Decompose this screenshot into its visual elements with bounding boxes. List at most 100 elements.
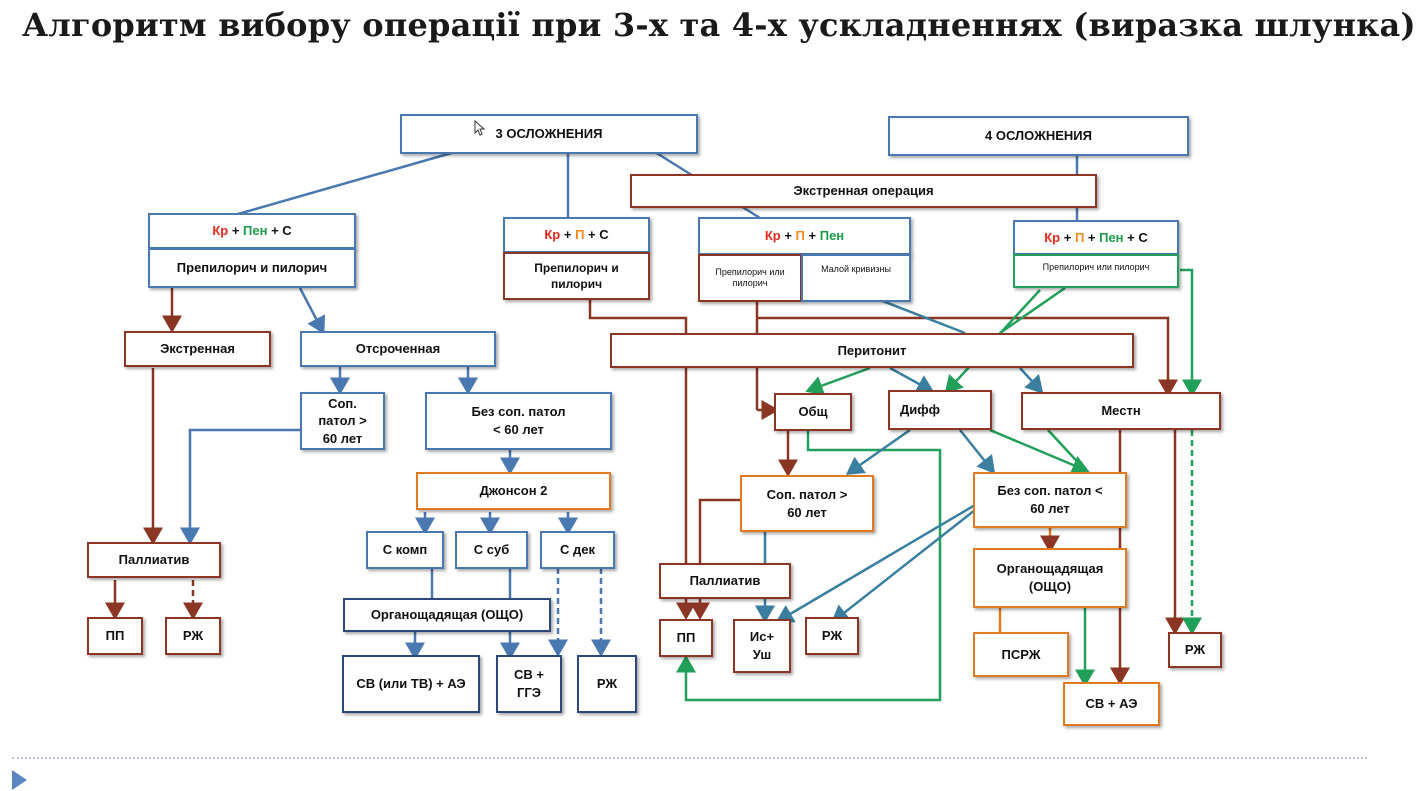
ekstrennaya-box: Экстренная bbox=[124, 331, 271, 367]
rzh-left-bottom-label: РЖ bbox=[596, 676, 618, 692]
combo3-plus1: + bbox=[780, 228, 796, 244]
obsh-label: Общ bbox=[798, 404, 828, 420]
bez-sop-right-label: Без соп. патол < 60 лет bbox=[997, 483, 1103, 516]
combo2-s: С bbox=[599, 227, 609, 243]
play-arrow-icon[interactable] bbox=[12, 770, 27, 790]
sop-patol-left-box: Соп. патол > 60 лет bbox=[300, 392, 385, 450]
combo4-kr: Кр bbox=[1044, 229, 1061, 245]
sv-ae-box: СВ + АЭ bbox=[1063, 682, 1160, 726]
s-komp-box: С комп bbox=[366, 531, 444, 569]
combo3-sub-left: Препилорич или пилорич bbox=[698, 254, 802, 302]
combo3-plus2: + bbox=[804, 228, 820, 244]
combo1-plus1: + bbox=[228, 223, 244, 239]
combo1-kr: Кр bbox=[212, 223, 229, 239]
combo2-header: Кр + П + С bbox=[503, 217, 650, 253]
sv-gge-box: СВ + ГГЭ bbox=[496, 655, 562, 713]
combo1-s: С bbox=[282, 223, 292, 239]
combo2-p: П bbox=[575, 227, 585, 243]
organ-right-label: Органощадящая (ОЩО) bbox=[996, 561, 1104, 594]
s-komp-label: С комп bbox=[382, 542, 428, 558]
s-dek-box: С дек bbox=[540, 531, 615, 569]
rzh-mid-box: РЖ bbox=[805, 617, 859, 655]
three-complications-box: 3 ОСЛОЖНЕНИЯ bbox=[400, 114, 698, 154]
is-ush-box: Ис+ Уш bbox=[733, 619, 791, 673]
combo2-kr: Кр bbox=[544, 227, 561, 243]
combo3-header: Кр + П + Пен bbox=[698, 217, 911, 255]
diff-box: Дифф bbox=[888, 390, 992, 430]
sop-patol-left-label: Соп. патол > 60 лет bbox=[318, 395, 367, 446]
s-sub-label: С суб bbox=[473, 542, 510, 558]
rzh-left-label: РЖ bbox=[182, 628, 204, 644]
ekstrennaya-label: Экстренная bbox=[160, 341, 235, 357]
combo4-sub: Препилорич или пилорич bbox=[1013, 254, 1179, 288]
combo2-plus1: + bbox=[560, 227, 576, 243]
psrzh-box: ПСРЖ bbox=[973, 632, 1069, 677]
combo3-pen: Пен bbox=[819, 228, 845, 244]
combo1-header: Кр + Пен + С bbox=[148, 213, 356, 249]
sv-gge-label: СВ + ГГЭ bbox=[514, 667, 544, 700]
combo2-sub: Препилорич и пилорич bbox=[503, 252, 650, 300]
combo2-sub-label: Препилорич и пилорич bbox=[534, 260, 619, 291]
combo1-plus2: + bbox=[267, 223, 283, 239]
rzh-left-bottom-box: РЖ bbox=[577, 655, 637, 713]
diff-label: Дифф bbox=[900, 402, 941, 418]
rzh-mid-label: РЖ bbox=[821, 628, 843, 644]
combo4-plus2: + bbox=[1084, 229, 1100, 245]
organ-left-box: Органощадящая (ОЩО) bbox=[343, 598, 551, 632]
bez-sop-left-box: Без соп. патол < 60 лет bbox=[425, 392, 612, 450]
combo3-sub-right-label: Малой кривизны bbox=[821, 264, 891, 274]
combo1-sub: Препилорич и пилорич bbox=[148, 248, 356, 288]
combo4-s: С bbox=[1138, 229, 1148, 245]
combo3-kr: Кр bbox=[764, 228, 781, 244]
peritonit-label: Перитонит bbox=[837, 342, 907, 358]
palliativ-right-label: Паллиатив bbox=[689, 573, 761, 589]
organ-right-box: Органощадящая (ОЩО) bbox=[973, 548, 1127, 608]
combo3-sub-right: Малой кривизны bbox=[801, 254, 911, 302]
obsh-box: Общ bbox=[774, 393, 852, 431]
mestn-box: Местн bbox=[1021, 392, 1221, 430]
mouse-cursor-icon bbox=[474, 119, 486, 136]
combo4-pen: Пен bbox=[1099, 229, 1124, 245]
combo3-p: П bbox=[795, 228, 805, 244]
otsrochennaya-box: Отсроченная bbox=[300, 331, 496, 367]
sv-tv-box: СВ (или ТВ) + АЭ bbox=[342, 655, 480, 713]
emergency-operation-box: Экстренная операция bbox=[630, 174, 1097, 208]
s-sub-box: С суб bbox=[455, 531, 528, 569]
four-complications-label: 4 ОСЛОЖНЕНИЯ bbox=[985, 128, 1092, 144]
pp-left-box: ПП bbox=[87, 617, 143, 655]
organ-left-label: Органощадящая (ОЩО) bbox=[370, 607, 524, 623]
footer-divider bbox=[12, 757, 1367, 759]
emergency-operation-label: Экстренная операция bbox=[793, 183, 934, 199]
palliativ-left-box: Паллиатив bbox=[87, 542, 221, 578]
three-complications-label: 3 ОСЛОЖНЕНИЯ bbox=[495, 126, 603, 142]
pp-right-box: ПП bbox=[659, 619, 713, 657]
mestn-label: Местн bbox=[1101, 403, 1141, 419]
s-dek-label: С дек bbox=[560, 542, 595, 558]
otsrochennaya-label: Отсроченная bbox=[355, 341, 441, 357]
sv-ae-label: СВ + АЭ bbox=[1085, 696, 1138, 712]
combo3-sub-left-label: Препилорич или пилорич bbox=[715, 266, 785, 288]
combo1-pen: Пен bbox=[243, 223, 268, 239]
combo4-plus1: + bbox=[1060, 229, 1075, 245]
combo1-sub-label: Препилорич и пилорич bbox=[176, 260, 328, 276]
sop-patol-right-label: Соп. патол > 60 лет bbox=[766, 486, 848, 520]
jonson-label: Джонсон 2 bbox=[479, 483, 548, 499]
four-complications-box: 4 ОСЛОЖНЕНИЯ bbox=[888, 116, 1189, 156]
pp-left-label: ПП bbox=[105, 628, 125, 644]
pp-right-label: ПП bbox=[676, 630, 696, 646]
palliativ-left-label: Паллиатив bbox=[118, 552, 190, 568]
rzh-far-right-box: РЖ bbox=[1168, 632, 1222, 668]
jonson-box: Джонсон 2 bbox=[416, 472, 611, 510]
combo4-p: П bbox=[1074, 229, 1085, 245]
combo4-sub-label: Препилорич или пилорич bbox=[1042, 262, 1150, 272]
sv-tv-label: СВ (или ТВ) + АЭ bbox=[356, 676, 466, 692]
palliativ-right-box: Паллиатив bbox=[659, 563, 791, 599]
psrzh-label: ПСРЖ bbox=[1001, 646, 1041, 662]
combo4-plus3: + bbox=[1123, 229, 1139, 245]
combo4-header: Кр + П + Пен + С bbox=[1013, 220, 1179, 255]
is-ush-label: Ис+ Уш bbox=[749, 629, 775, 662]
combo2-plus2: + bbox=[584, 227, 600, 243]
bez-sop-left-label: Без соп. патол < 60 лет bbox=[471, 404, 566, 437]
sop-patol-right-box: Соп. патол > 60 лет bbox=[740, 475, 874, 532]
peritonit-box: Перитонит bbox=[610, 333, 1134, 368]
